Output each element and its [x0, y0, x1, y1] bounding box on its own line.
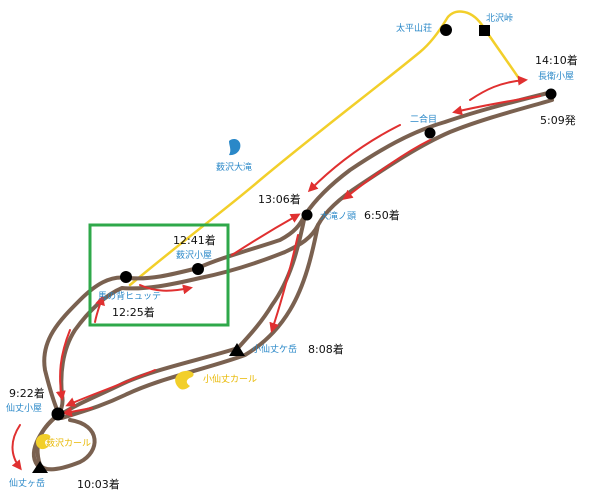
time-1225: 12:25着 [112, 305, 155, 319]
time-1306: 13:06着 [258, 192, 301, 206]
yabusawa-kaaru-cirque-icon [35, 434, 51, 450]
route-arrow [139, 284, 193, 295]
route-arrow [65, 369, 156, 407]
senjo-goya-hut-icon [51, 407, 65, 421]
route-arrow [269, 234, 299, 333]
label-yabusawa-otaki: 薮沢大滝 [216, 161, 252, 173]
senjogatake-summit-icon [32, 461, 48, 473]
route-arrow [452, 95, 541, 116]
time-0808: 8:08着 [308, 342, 344, 356]
label-umanose-hutte: 馬の背ヒュッテ [98, 290, 161, 302]
umanose-hutte-hut-icon [120, 271, 132, 283]
route-arrow [469, 75, 528, 101]
kitazawa-toge-pass-icon [479, 25, 490, 36]
route-arrows [11, 75, 541, 471]
time-1003: 10:03着 [77, 477, 120, 491]
label-kitazawa-toge: 北沢峠 [486, 12, 513, 24]
label-chouei-goya: 長衛小屋 [538, 70, 574, 82]
route-arrow [307, 124, 401, 193]
route-arrow [342, 139, 431, 200]
otaki-no-kashira-marker-icon [301, 209, 313, 221]
route-arrow [94, 295, 105, 323]
label-kosenjogatake: 小仙丈ケ岳 [252, 343, 297, 355]
highlight-box [88, 223, 230, 327]
route-arrow [11, 424, 22, 471]
label-yabusawa-goya: 薮沢小屋 [176, 249, 212, 261]
time-1410: 14:10着 [535, 53, 578, 67]
time-0650: 6:50着 [364, 208, 400, 222]
route-arrow [231, 213, 301, 256]
brown-trail [32, 91, 554, 472]
chouei-goya-hut-icon [545, 88, 557, 100]
route-arrow [55, 329, 71, 401]
time-0509: 5:09発 [540, 113, 576, 127]
label-yabusawa-kaaru: 薮沢カール [46, 437, 91, 449]
nigoume-marker-icon [424, 127, 436, 139]
label-senjo-goya: 仙丈小屋 [6, 402, 42, 414]
label-taiheizan-so: 太平山荘 [396, 22, 432, 34]
label-kosenjo-kaaru: 小仙丈カール [203, 373, 257, 385]
waterfall-icon [229, 138, 241, 156]
route-arrow [62, 407, 93, 417]
label-otaki-no-kashira: 大滝ノ頭 [320, 210, 356, 222]
time-0922: 9:22着 [9, 386, 45, 400]
label-senjogatake: 仙丈ヶ岳 [9, 477, 45, 489]
time-1241: 12:41着 [173, 233, 216, 247]
kosenjogatake-summit-icon [229, 343, 245, 356]
label-nigoume: 二合目 [410, 113, 437, 125]
kosenjo-kaaru-cirque-icon [175, 370, 194, 390]
yabusawa-goya-hut-icon [192, 263, 204, 275]
taiheizan-so-hut-icon [440, 24, 452, 36]
